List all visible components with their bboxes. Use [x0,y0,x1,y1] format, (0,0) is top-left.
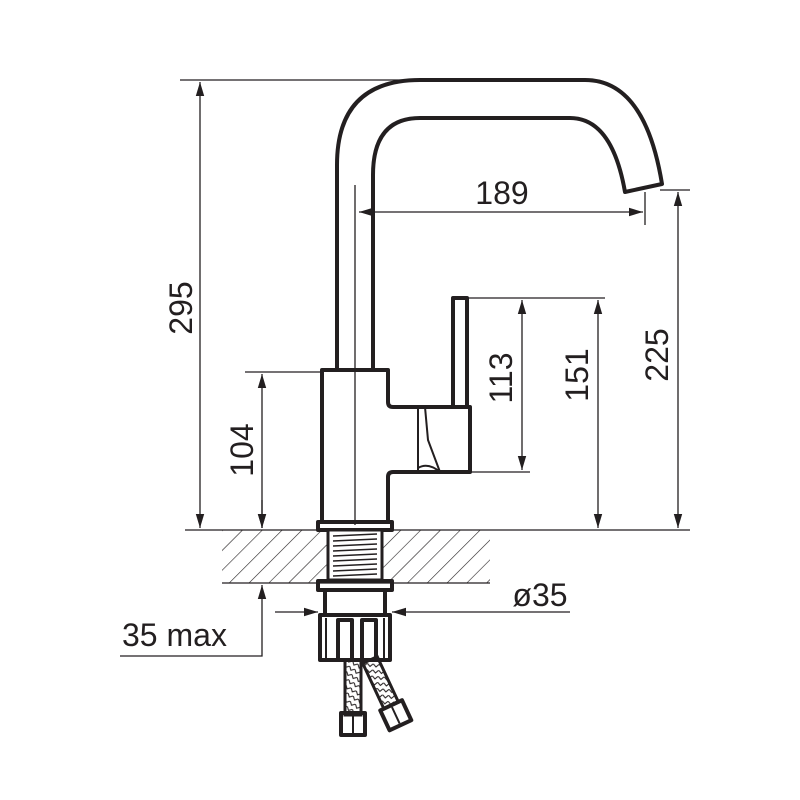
mounting-assembly [316,528,414,737]
spout [335,78,664,525]
dimension-label-104: 104 [224,423,260,476]
dimension-countertop: 35 max [120,500,267,657]
faucet-body [316,296,472,532]
dimension-label-225: 225 [639,328,675,381]
dimension-label-diameter: ø35 [512,577,567,613]
dimension-handle-top: 151 [559,300,603,528]
dimension-total-height: 295 [163,79,405,528]
dimension-spout-height: 225 [639,189,690,528]
handle-lever [451,296,469,409]
dimension-label-189: 189 [475,175,528,211]
dimension-label-35max: 35 max [122,617,227,653]
dimension-spout-reach: 189 [359,175,646,225]
countertop [185,529,690,584]
dimension-mount-diameter: ø35 [275,577,570,617]
dimension-label-113: 113 [483,352,519,403]
dimension-label-295: 295 [163,281,199,334]
dimension-handle-height: 113 [467,297,605,473]
dimension-body-height: 104 [224,371,322,528]
dimension-label-151: 151 [559,348,595,401]
